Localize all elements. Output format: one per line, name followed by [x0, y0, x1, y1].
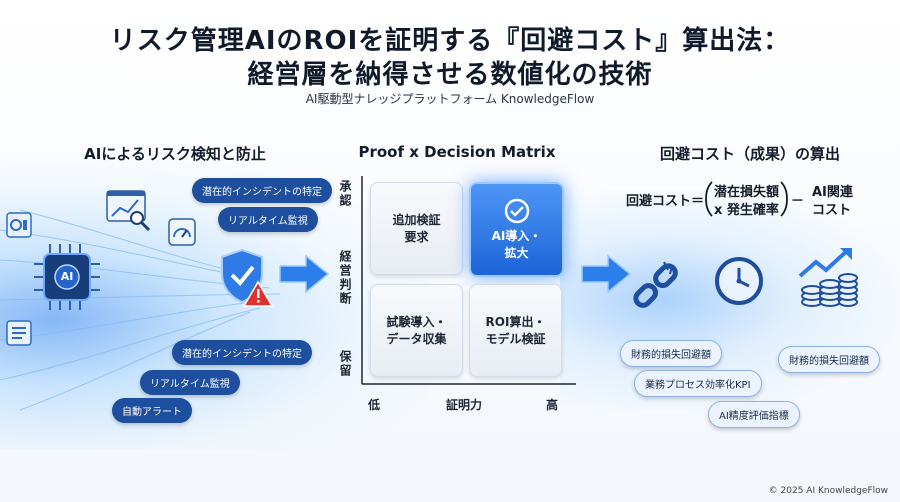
check-circle-icon [504, 198, 529, 223]
matrix-cell-roi-model-validation[interactable]: ROI算出・ モデル検証 [469, 284, 562, 377]
right-section-title: 回避コスト（成果）の算出 [659, 145, 840, 163]
matrix-x-axis-label: 証明力 [446, 398, 483, 412]
matrix-cell-label: 追加検証 要求 [392, 212, 441, 244]
analytics-search-icon [106, 190, 151, 232]
flow-arrow-left [279, 254, 330, 294]
matrix-cell-additional-verification[interactable]: 追加検証 要求 [370, 182, 463, 275]
bubble-financial-loss-avoided-right: 財務的損失回避額 [778, 346, 880, 373]
matrix-y-low-label: 保留 [338, 350, 352, 378]
formula-minus: － [791, 194, 805, 209]
broken-chain-icon [633, 261, 678, 308]
page-subtitle: AI駆動型ナレッジプラットフォーム KnowledgeFlow [305, 92, 595, 106]
document-icon [6, 320, 32, 346]
matrix-cell-pilot-data-collection[interactable]: 試験導入・ データ収集 [370, 284, 463, 377]
left-section-title: AIによるリスク検知と防止 [84, 145, 266, 163]
formula-lhs: 回避コスト＝ [626, 194, 705, 209]
bubble-financial-loss-avoided-left: 財務的損失回避額 [620, 340, 722, 367]
ai-chip-icon [34, 244, 100, 310]
matrix-y-axis-label: 経営判断 [338, 250, 352, 306]
bubble-realtime-monitoring-top: リアルタイム監視 [218, 207, 318, 232]
formula-ai-cost-line1: AI関連 [812, 185, 853, 200]
matrix-x-high-label: 高 [546, 398, 559, 412]
matrix-title: Proof x Decision Matrix [358, 143, 556, 161]
clock-icon [715, 257, 763, 305]
page-title-line-2: 経営層を納得させる数値化の技術 [247, 60, 653, 90]
page-title-line-1: リスク管理AIのROIを証明する『回避コスト』算出法： [109, 26, 791, 56]
ai-chip-label: AI [60, 270, 74, 283]
matrix-cell-ai-adoption[interactable]: AI導入・ 拡大 [469, 182, 564, 277]
bubble-realtime-monitoring-bottom: リアルタイム監視 [140, 370, 240, 395]
bubble-potential-incident-bottom: 潜在的インシデントの特定 [172, 340, 312, 365]
formula-term-loss: 潜在損失額 [714, 185, 780, 200]
flow-arrow-right [581, 254, 632, 294]
matrix-x-low-label: 低 [368, 398, 381, 412]
monitor-gauge-icon [168, 218, 196, 246]
matrix-cell-label: AI導入・ 拡大 [491, 228, 542, 260]
copyright-footer: © 2025 AI KnowledgeFlow [768, 486, 888, 496]
bubble-auto-alert: 自動アラート [112, 398, 192, 423]
matrix-cell-label: 試験導入・ データ収集 [386, 314, 447, 346]
matrix-axes [361, 176, 576, 385]
formula-term-probability: x 発生確率 [714, 203, 779, 218]
bubble-ai-accuracy-metric: AI精度評価指標 [708, 401, 800, 428]
matrix-cell-label: ROI算出・ モデル検証 [485, 314, 546, 346]
left-glow-background [0, 160, 430, 450]
formula-paren-right [780, 181, 788, 217]
formula-paren-left [705, 181, 713, 217]
bubble-process-efficiency-kpi: 業務プロセス効率化KPI [634, 370, 762, 397]
matrix-y-high-label: 承認 [338, 180, 352, 208]
dashboard-icon [6, 212, 32, 238]
security-shield-icon [221, 248, 274, 307]
financial-growth-icon [798, 248, 858, 307]
bubble-potential-incident-top: 潜在的インシデントの特定 [192, 178, 332, 203]
formula-ai-cost-line2: コスト [812, 203, 852, 218]
